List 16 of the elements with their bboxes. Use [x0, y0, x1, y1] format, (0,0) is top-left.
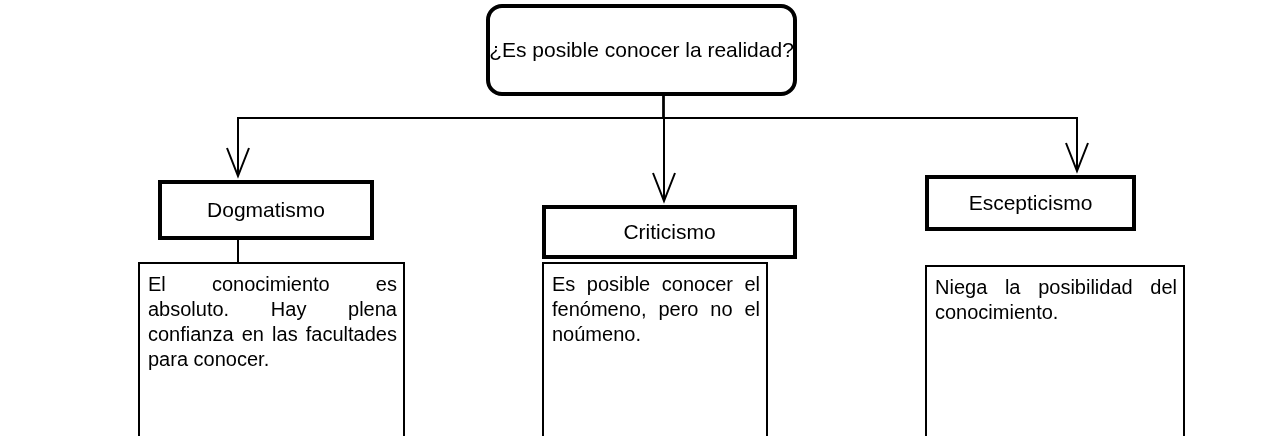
- box-label: Dogmatismo: [207, 198, 325, 222]
- box-label: Escepticismo: [968, 191, 1093, 215]
- category-box: [542, 205, 797, 259]
- category-box: [158, 180, 374, 240]
- description-text: Es posible conocer el fenómeno, pero no el noúmeno.: [552, 272, 760, 347]
- description-box: [925, 265, 1185, 436]
- description-text: Niega la posibilidad del conocimiento.: [935, 275, 1177, 325]
- connector-line: [237, 239, 239, 263]
- arrow: [662, 95, 1089, 172]
- question-box: [486, 4, 797, 96]
- box-label: ¿Es posible conocer la realidad?: [489, 38, 794, 62]
- box-label: Criticismo: [623, 220, 716, 244]
- category-box: [925, 175, 1136, 231]
- description-box: [138, 262, 405, 436]
- description-text: El conocimiento es absoluto. Hay plena confianza en las facultades para conocer.: [148, 272, 397, 372]
- description-box: [542, 262, 768, 436]
